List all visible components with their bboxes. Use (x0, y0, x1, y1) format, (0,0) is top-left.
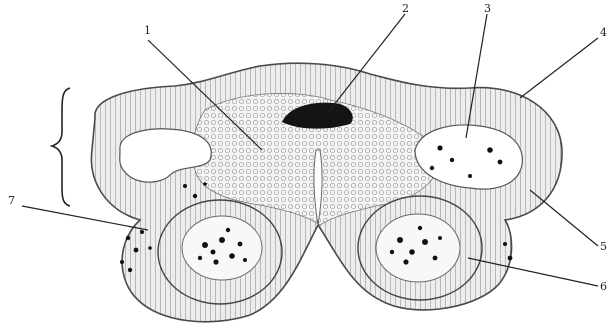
left-bracket (52, 88, 70, 206)
label-1: 1 (144, 24, 151, 37)
label-2: 2 (402, 2, 409, 15)
label-7: 7 (8, 194, 15, 207)
lower-right-pouch-lumen (376, 214, 460, 282)
label-4: 4 (600, 26, 607, 39)
label-5: 5 (600, 240, 607, 253)
label-6: 6 (600, 280, 607, 293)
lower-left-pouch-lumen (182, 216, 262, 280)
label-3: 3 (484, 2, 491, 15)
